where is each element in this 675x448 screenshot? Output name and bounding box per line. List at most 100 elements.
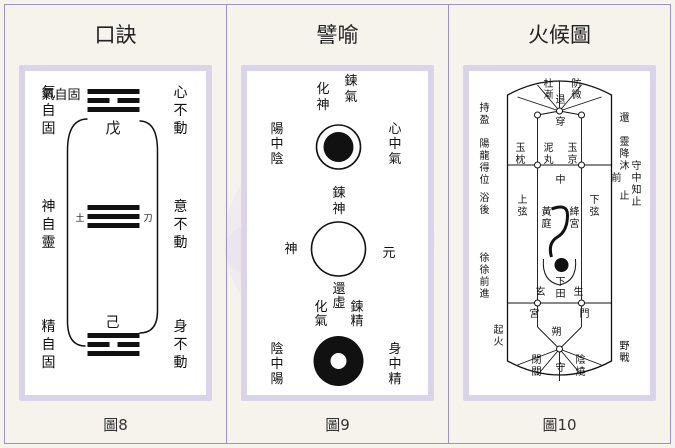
vlabel-huan-xu: 還 [333,282,346,297]
svg-text:黃: 黃 [542,205,552,218]
figure-koujue: 氣自固 [25,71,206,395]
label-ji: 己 [106,315,120,331]
svg-text:下: 下 [556,277,566,288]
node-circles [534,107,585,353]
connector-left [66,118,88,347]
svg-text:浴: 浴 [480,192,490,204]
svg-text:守: 守 [632,159,642,172]
svg-text:微: 微 [572,88,582,101]
huohou-labels: 杜 漸 退 防 微 穿 持 盈 陽 龍 得 位 還 靈 降 [480,77,642,378]
label-qi-zi-gu: 氣自固 [42,88,81,103]
vlabel-lian-shen: 鍊 [333,186,346,201]
svg-text:神: 神 [317,98,330,113]
capsule-outline [506,80,613,376]
figure-huohou: 杜 漸 退 防 微 穿 持 盈 陽 龍 得 位 還 靈 降 [469,71,650,395]
vlabel-left-mid: 神 [42,199,56,215]
vlabel-hua-shen: 化 [317,82,330,97]
svg-text:陽: 陽 [480,138,490,150]
svg-text:沐: 沐 [620,159,630,172]
vlabel-left-top-1: 氣 [42,85,56,101]
svg-text:龍: 龍 [480,149,490,162]
vlabel-lian-qi: 鍊 [345,74,358,89]
svg-text:神: 神 [333,202,346,217]
vlabel-yang-zhong-yin: 陽 [271,122,284,137]
svg-text:玄: 玄 [536,285,546,298]
svg-text:杜: 杜 [544,77,554,90]
svg-text:不: 不 [174,337,188,353]
svg-text:陽: 陽 [271,372,284,387]
figure-caption: 圖9 [325,416,350,434]
svg-text:不: 不 [174,103,188,119]
svg-text:朔: 朔 [552,325,562,338]
central-spiral [548,205,570,258]
svg-text:徐: 徐 [480,263,490,276]
circle-bottom-core [330,353,347,369]
svg-text:門: 門 [580,308,590,320]
svg-text:精: 精 [389,372,402,387]
svg-text:前: 前 [480,275,490,288]
svg-text:玉: 玉 [516,143,526,154]
svg-text:庭: 庭 [542,217,552,230]
svg-text:閉: 閉 [532,354,542,366]
vlabel-shen-zhong-jing: 身 [389,341,402,357]
svg-text:降: 降 [620,147,630,160]
trigram-bottom [87,333,140,356]
svg-text:動: 動 [174,235,188,251]
svg-text:防: 防 [572,77,582,90]
svg-text:下: 下 [590,195,600,206]
svg-text:火: 火 [494,336,504,348]
connector-right [139,120,159,334]
svg-text:弦: 弦 [518,205,528,218]
panel-title: 譬喻 [316,23,359,47]
svg-text:宮: 宮 [570,217,580,230]
vlabel-right-top: 心 [174,85,188,101]
svg-text:不: 不 [174,217,188,233]
svg-text:精: 精 [351,314,364,329]
svg-text:京: 京 [568,153,578,166]
svg-text:動: 動 [174,355,188,371]
svg-text:自: 自 [42,217,56,233]
svg-text:自: 自 [42,103,56,119]
svg-text:中: 中 [632,171,642,184]
figure-frame: 化 神 鍊 氣 陽 中 陰 心 中 氣 鍊 神 神 元 [241,65,434,401]
circle-middle-empty [310,221,367,277]
vlabel-right-bot: 身 [174,319,188,335]
svg-text:生: 生 [574,285,584,298]
panel-title: 火候圖 [528,23,591,47]
svg-text:位: 位 [480,173,490,186]
svg-text:虛: 虛 [333,296,346,311]
circle-top-ring [315,124,362,170]
fan-lines-bottom [517,303,602,381]
svg-text:靈: 靈 [620,136,630,148]
svg-text:枕: 枕 [516,153,526,166]
figure-piyu: 化 神 鍊 氣 陽 中 陰 心 中 氣 鍊 神 神 元 [247,71,428,395]
label-shen: 神 [285,242,298,257]
svg-text:止: 止 [632,196,642,208]
svg-text:戰: 戰 [620,352,630,364]
svg-text:氣: 氣 [389,152,402,167]
panel-huohou: 火候圖 [449,4,671,444]
vlabel-hua-qi: 化 [315,300,328,315]
vlabel-lian-jing: 鍊 [351,300,364,315]
label-tu: 土 [76,212,85,224]
vlabel-yin-zhong-yang: 陰 [271,342,284,357]
svg-text:中: 中 [556,173,566,186]
svg-text:中: 中 [389,137,402,152]
svg-text:泥: 泥 [544,141,554,154]
svg-text:盈: 盈 [480,114,490,126]
svg-text:絳: 絳 [570,205,580,218]
svg-text:固: 固 [42,355,56,371]
vlabel-right-mid: 意 [174,198,188,215]
svg-text:守: 守 [556,361,566,374]
svg-text:後: 後 [480,203,490,216]
vertical-labels: 氣 自 固 神 自 靈 精 自 固 心 不 動 意 不 [42,85,188,371]
vlabel-xin-zhong-qi: 心 [389,122,402,137]
svg-text:氣: 氣 [345,90,358,105]
svg-text:進: 進 [480,288,490,300]
trigram-middle [87,205,140,228]
svg-text:漸: 漸 [544,89,554,101]
svg-text:上: 上 [518,194,528,206]
panel-piyu: 譬喻 化 神 鍊 氣 陽 中 陰 心 中 氣 鍊 [227,4,449,444]
label-wu: 戊 [106,119,121,137]
svg-text:野: 野 [620,340,630,352]
